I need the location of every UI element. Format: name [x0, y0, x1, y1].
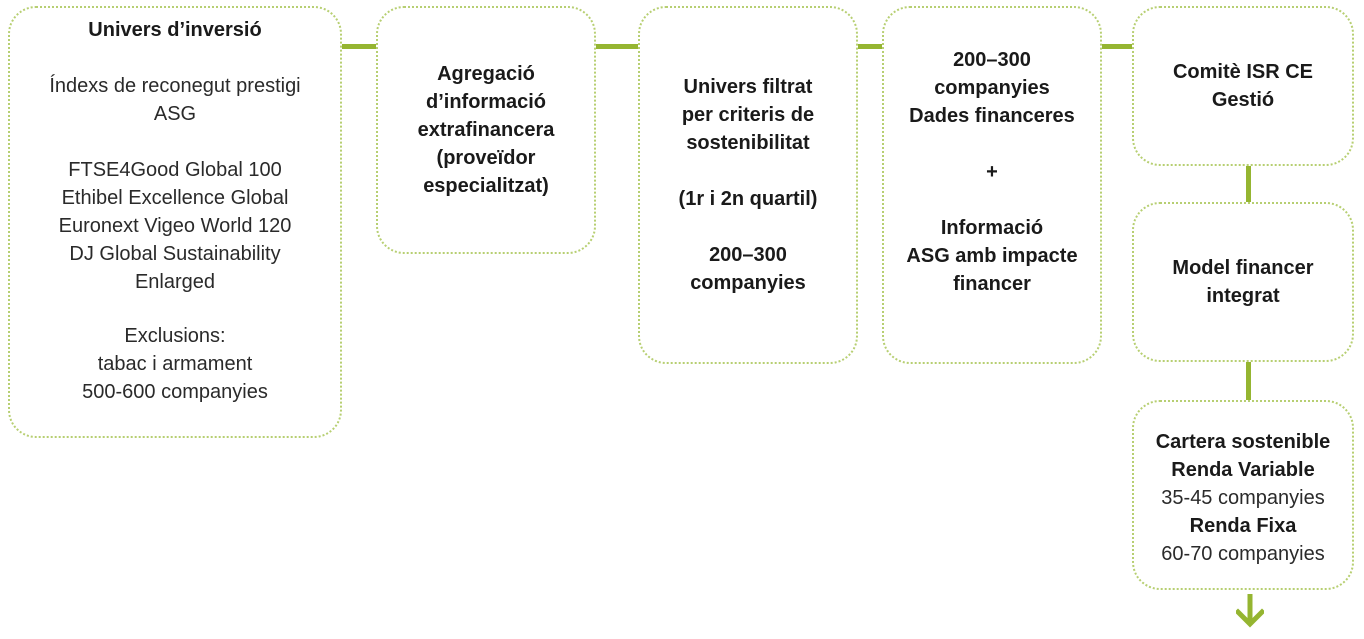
- fixed-income-count: 60-70 companyies: [1161, 543, 1325, 565]
- sustainable-portfolio-box: Cartera sostenible Renda Variable 35-45 …: [1132, 400, 1354, 590]
- indices-heading-line-2: ASG: [153, 103, 197, 125]
- filtered-universe-box: Univers filtrat per criteris de sostenib…: [638, 6, 858, 364]
- aggregation-line: especialitzat): [423, 175, 549, 197]
- equity-count: 35-45 companyies: [1161, 487, 1325, 509]
- quartile-label: (1r i 2n quartil): [678, 188, 818, 210]
- esg-info-line: Informació: [940, 217, 1044, 239]
- committee-line: Gestió: [1211, 89, 1275, 111]
- index-item: Euronext Vigeo World 120: [58, 215, 292, 237]
- financial-data-box: 200–300 companyies Dades financeres + In…: [882, 6, 1102, 364]
- aggregation-box: Agregació d’informació extrafinancera (p…: [376, 6, 596, 254]
- esg-info-line: ASG amb impacte: [906, 245, 1078, 267]
- committee-box: Comitè ISR CE Gestió: [1132, 6, 1354, 166]
- index-item: Ethibel Excellence Global: [61, 187, 289, 209]
- connector-2-3: [596, 44, 638, 49]
- aggregation-line: d’informació: [425, 91, 546, 113]
- aggregation-line: extrafinancera: [417, 119, 555, 141]
- aggregation-line: Agregació: [437, 63, 535, 85]
- model-line: Model financer: [1172, 257, 1314, 279]
- connector-5-6: [1246, 166, 1251, 202]
- financial-data-line: 200–300: [953, 49, 1031, 71]
- filtered-universe-line: Univers filtrat: [683, 76, 813, 98]
- plus-sign: +: [986, 161, 998, 183]
- connector-3-4: [858, 44, 882, 49]
- exclusions-line-1: Exclusions:: [124, 325, 226, 347]
- financial-data-line: Dades financeres: [909, 105, 1075, 127]
- index-item: Enlarged: [134, 271, 216, 293]
- portfolio-title: Cartera sostenible: [1155, 431, 1331, 453]
- esg-info-line: financer: [953, 273, 1031, 295]
- connector-6-7: [1246, 362, 1251, 400]
- fixed-income-label: Renda Fixa: [1189, 515, 1297, 537]
- filtered-universe-line: sostenibilitat: [686, 132, 810, 154]
- connector-1-2: [342, 44, 376, 49]
- financial-model-box: Model financer integrat: [1132, 202, 1354, 362]
- aggregation-line: (proveïdor: [436, 147, 536, 169]
- financial-data-line: companyies: [934, 77, 1050, 99]
- connector-4-5: [1102, 44, 1132, 49]
- filtered-universe-line: per criteris de: [681, 104, 815, 126]
- index-item: FTSE4Good Global 100: [68, 159, 282, 181]
- committee-line: Comitè ISR CE: [1172, 61, 1314, 83]
- exclusions-line-2: tabac i armament: [97, 353, 253, 375]
- equity-label: Renda Variable: [1171, 459, 1315, 481]
- model-line: integrat: [1206, 285, 1280, 307]
- down-arrow-icon: [1236, 594, 1264, 628]
- filtered-companies-label: companyies: [690, 272, 806, 294]
- index-item: DJ Global Sustainability: [69, 243, 281, 265]
- indices-heading-line-1: Índexs de reconegut prestigi: [49, 75, 301, 97]
- exclusions-line-3: 500-600 companyies: [82, 381, 268, 403]
- filtered-companies-count: 200–300: [709, 244, 787, 266]
- investment-universe-title: Univers d’inversió: [88, 19, 262, 41]
- investment-universe-box: Univers d’inversió Índexs de reconegut p…: [8, 6, 342, 438]
